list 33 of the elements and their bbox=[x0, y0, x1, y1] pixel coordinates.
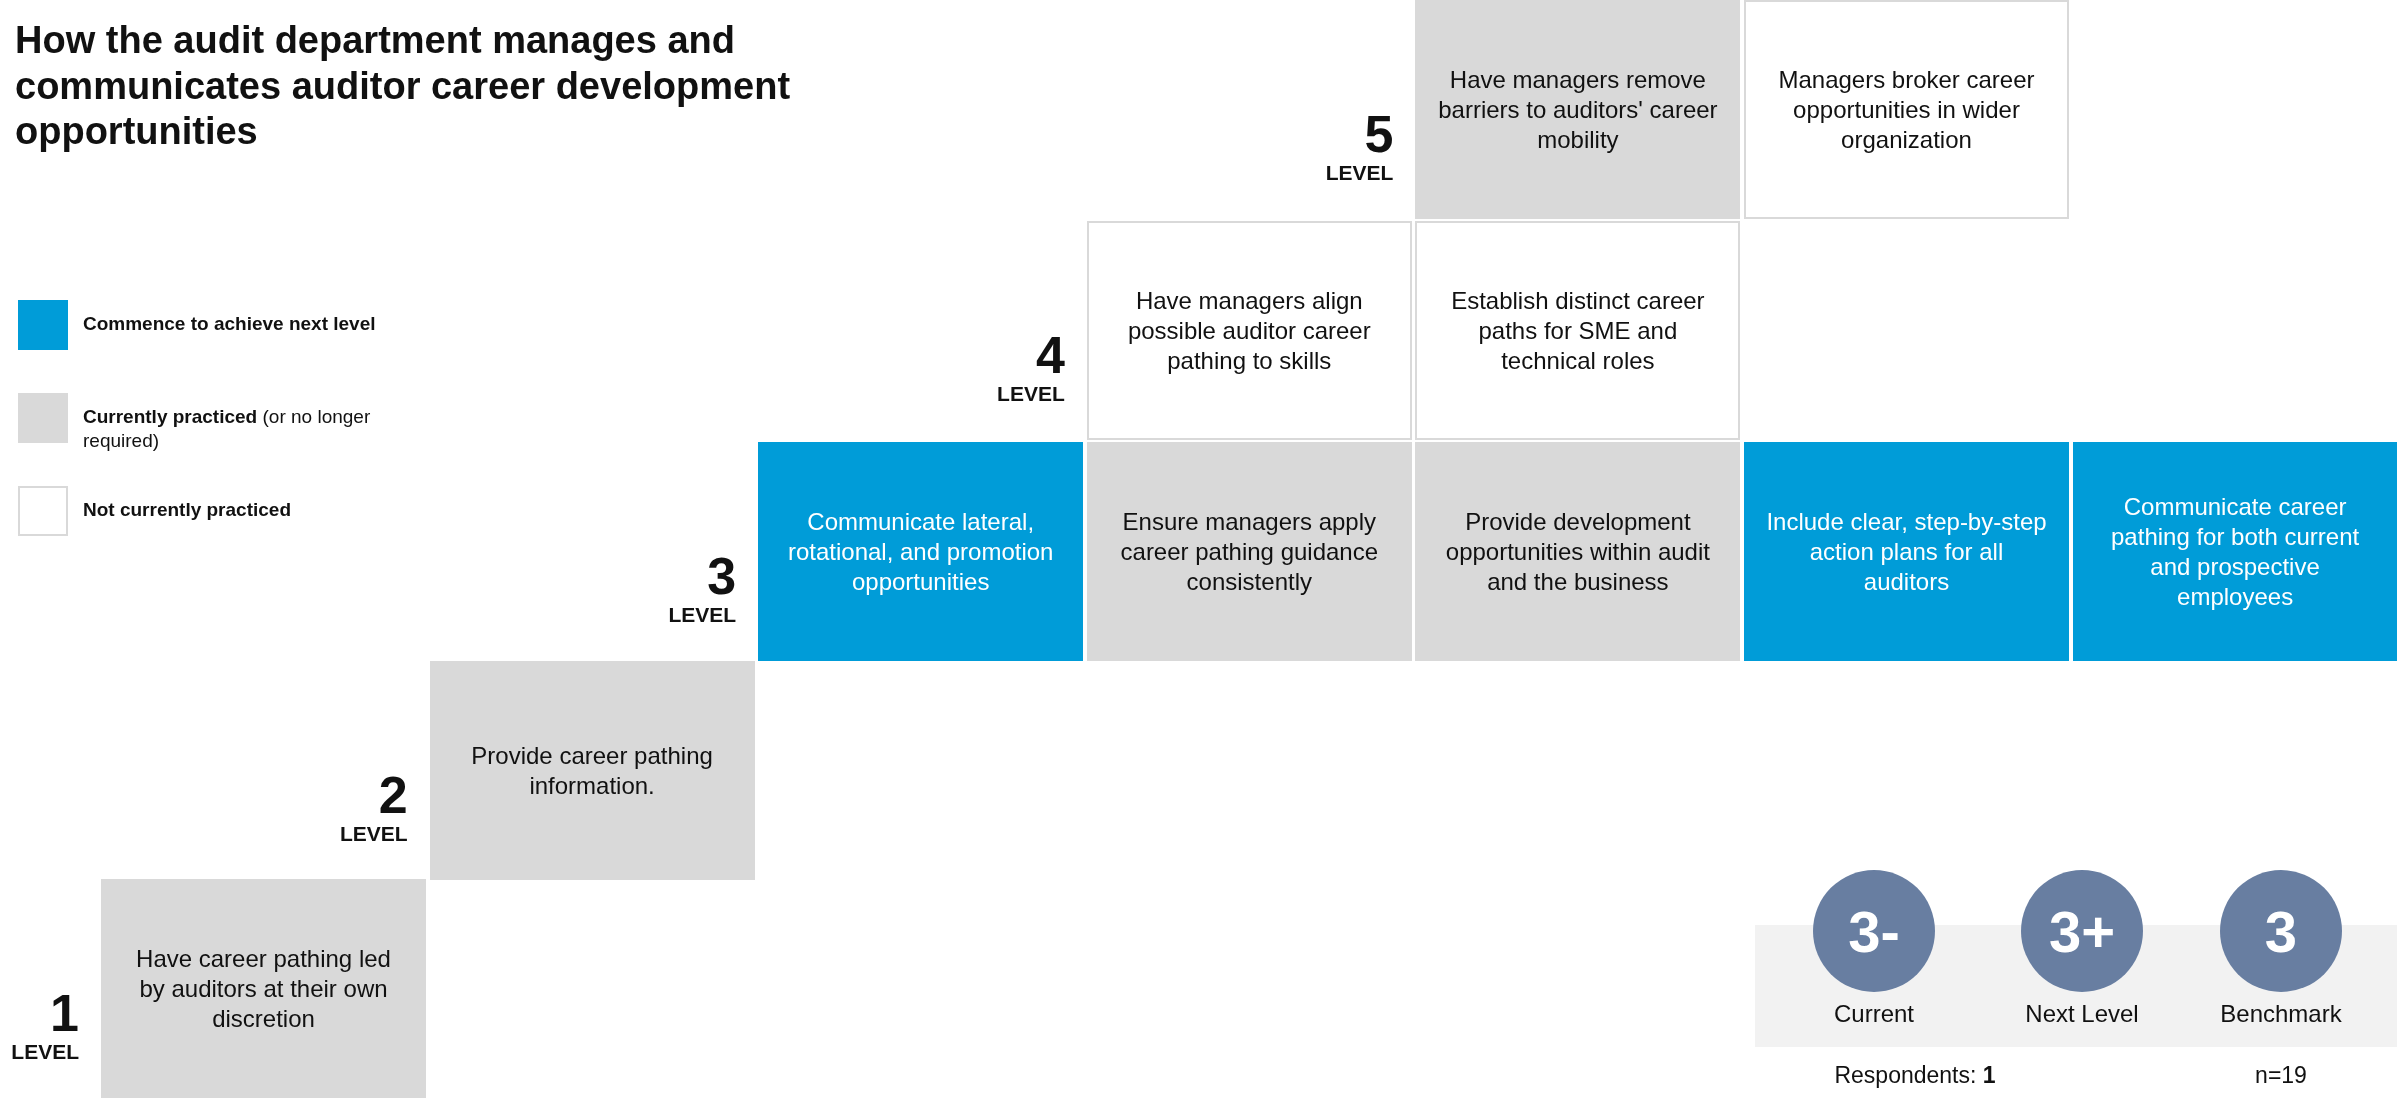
practice-box: Provide career pathing information. bbox=[429, 661, 755, 880]
level-label: LEVEL bbox=[338, 823, 408, 844]
level-label: LEVEL bbox=[10, 1041, 79, 1062]
level-number: 5 bbox=[1363, 108, 1394, 160]
footnote: n=19 bbox=[2254, 1062, 2308, 1089]
practice-box: Communicate lateral, rotational, and promotion opportunities bbox=[758, 442, 1084, 661]
score-circle: 3- bbox=[1813, 870, 1935, 992]
score-circle: 3+ bbox=[2021, 870, 2143, 992]
score-caption: Current bbox=[1833, 1000, 1915, 1028]
score-caption: Benchmark bbox=[2219, 1000, 2343, 1028]
level-number: 4 bbox=[1034, 329, 1065, 381]
legend-text: Commence to achieve next level bbox=[83, 312, 377, 336]
level-number: 2 bbox=[377, 769, 408, 821]
legend-text: Not currently practiced bbox=[83, 498, 292, 522]
practice-box: Include clear, step-by-step action plans for all auditors bbox=[1744, 442, 2069, 661]
practice-box: Have managers remove barriers to auditors' career mobility bbox=[1415, 0, 1741, 219]
level-label: LEVEL bbox=[1324, 162, 1394, 183]
practice-box: Provide development opportunities within audit and the business bbox=[1415, 442, 1741, 661]
practice-box: Have career pathing led by auditors at their own discretion bbox=[101, 879, 426, 1098]
title: How the audit department manages and communicates auditor career development opportunities bbox=[15, 18, 792, 155]
practice-box: Managers broker career opportunities in wider organization bbox=[1744, 0, 2069, 219]
practice-box: Have managers align possible auditor career pathing to skills bbox=[1086, 221, 1412, 440]
practice-box: Establish distinct career paths for SME and technical roles bbox=[1415, 221, 1741, 440]
score-circle: 3 bbox=[2220, 870, 2342, 992]
legend-text: Currently practiced (or no longer required) bbox=[83, 405, 372, 453]
level-number: 3 bbox=[706, 550, 737, 602]
footnote: Respondents: 1 bbox=[1833, 1062, 1997, 1089]
level-number: 1 bbox=[49, 987, 79, 1039]
score-caption: Next Level bbox=[2024, 1000, 2140, 1028]
level-label: LEVEL bbox=[996, 383, 1065, 404]
practice-box: Ensure managers apply career pathing guidance consistently bbox=[1086, 442, 1412, 661]
practice-box: Communicate career pathing for both current and prospective employees bbox=[2072, 442, 2397, 661]
level-label: LEVEL bbox=[667, 604, 737, 625]
